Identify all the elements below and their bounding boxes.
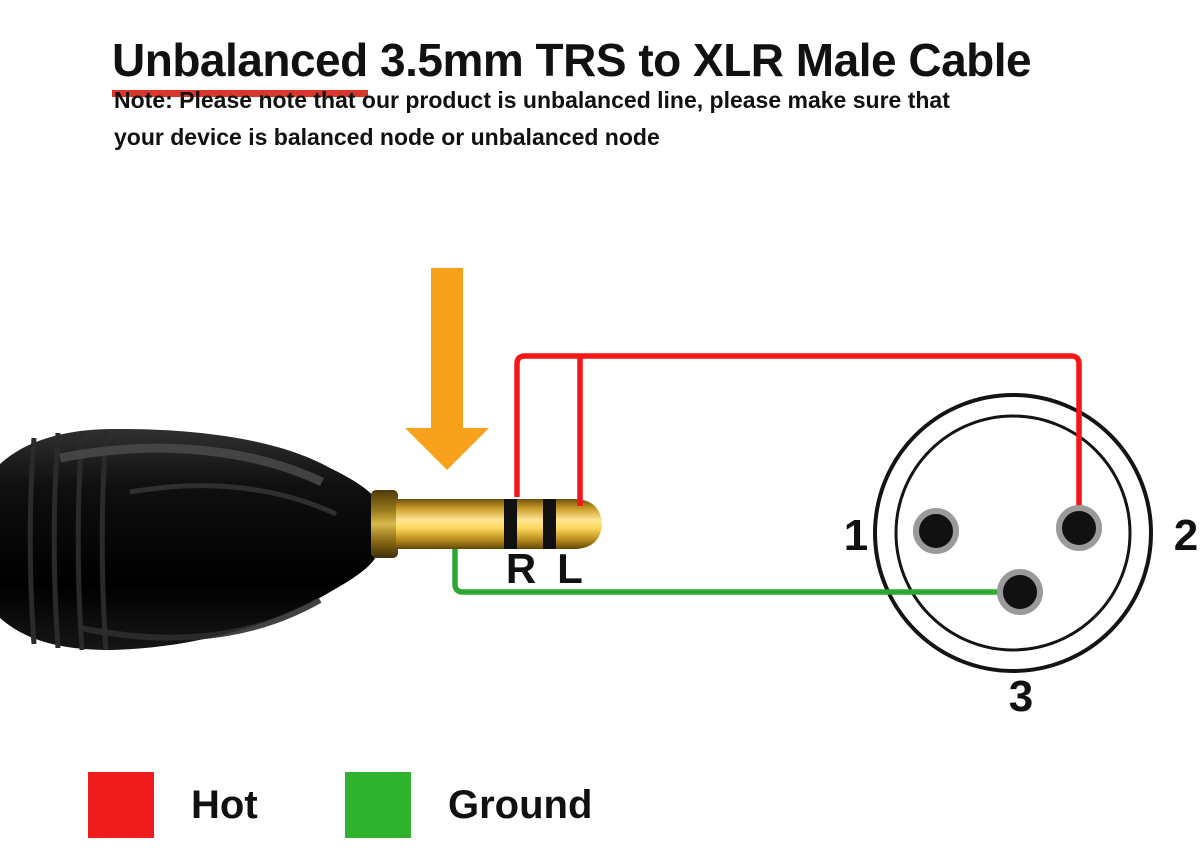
trs-highlight xyxy=(129,483,338,517)
trs-body xyxy=(0,428,376,650)
xlr-pin-1-label: 1 xyxy=(844,511,868,560)
trs-rib xyxy=(51,432,61,649)
trs-highlight xyxy=(59,443,324,487)
xlr-pin-1 xyxy=(913,508,959,554)
ground-label: Ground xyxy=(448,782,593,827)
page-title: Unbalanced 3.5mm TRS to XLR Male Cable xyxy=(112,31,1032,97)
trs-rib xyxy=(99,429,109,651)
note-text: Note: Please note that our product is un… xyxy=(114,82,950,156)
note-line-1: Note: Please note that our product is un… xyxy=(114,87,950,113)
legend-item-hot: Hot xyxy=(88,772,258,838)
trs-insulator-ring xyxy=(504,499,517,549)
trs-label-left: L xyxy=(557,545,583,592)
trs-sleeve xyxy=(396,499,504,549)
down-arrow-icon xyxy=(405,268,489,470)
trs-ring-segment xyxy=(517,499,543,549)
xlr-outer-circle xyxy=(873,393,1153,673)
xlr-pin-2 xyxy=(1056,505,1102,551)
hot-color-swatch xyxy=(88,772,154,838)
hot-label: Hot xyxy=(191,782,258,827)
title-highlighted-word: Unbalanced xyxy=(112,31,368,97)
trs-collar xyxy=(371,490,398,558)
xlr-connector xyxy=(873,393,1153,673)
xlr-pin-3 xyxy=(997,569,1043,615)
title-rest: 3.5mm TRS to XLR Male Cable xyxy=(367,33,1032,86)
trs-highlight xyxy=(79,597,322,641)
trs-insulator-ring xyxy=(543,499,556,549)
legend-item-ground: Ground xyxy=(345,772,592,838)
xlr-pin-3-label: 3 xyxy=(1009,672,1033,721)
xlr-pin-2-label: 2 xyxy=(1174,511,1198,560)
xlr-inner-circle xyxy=(894,414,1132,652)
trs-connector xyxy=(0,428,602,651)
trs-tip xyxy=(556,499,602,549)
trs-label-right: R xyxy=(506,545,536,592)
note-line-2: your device is balanced node or unbalanc… xyxy=(114,124,660,150)
hot-wire-right-channel xyxy=(514,353,1082,527)
xlr-pins xyxy=(913,505,1102,615)
ground-color-swatch xyxy=(345,772,411,838)
trs-rib xyxy=(27,437,37,645)
ground-wire xyxy=(452,549,1019,595)
